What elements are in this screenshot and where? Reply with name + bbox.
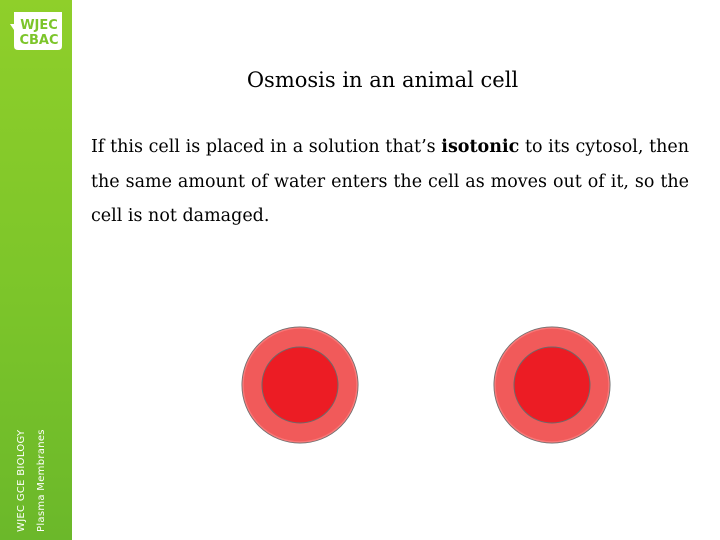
logo-icon: WJEC CBAC: [10, 12, 62, 50]
cell-diagram: [240, 322, 620, 454]
body-text-after: to its cytosol, then the same amount of …: [91, 137, 690, 226]
red-blood-cell-left: [241, 326, 359, 444]
slide-title: Osmosis in an animal cell: [246, 68, 519, 92]
body-text-before: If this cell is placed in a solution tha…: [91, 137, 442, 157]
course-label: WJEC GCE BIOLOGY: [16, 429, 27, 532]
logo-line2: CBAC: [19, 33, 58, 48]
topic-label: Plasma Membranes: [36, 429, 47, 532]
logo-line1: WJEC: [20, 18, 58, 33]
sidebar: WJEC CBAC WJEC GCE BIOLOGY Plasma Membra…: [0, 0, 72, 540]
keyword-isotonic: isotonic: [441, 137, 520, 157]
slide-body: If this cell is placed in a solution tha…: [91, 130, 689, 234]
red-blood-cell-right: [493, 326, 611, 444]
cell-diagram-svg: [241, 326, 611, 444]
wjec-logo: WJEC CBAC: [8, 10, 64, 52]
